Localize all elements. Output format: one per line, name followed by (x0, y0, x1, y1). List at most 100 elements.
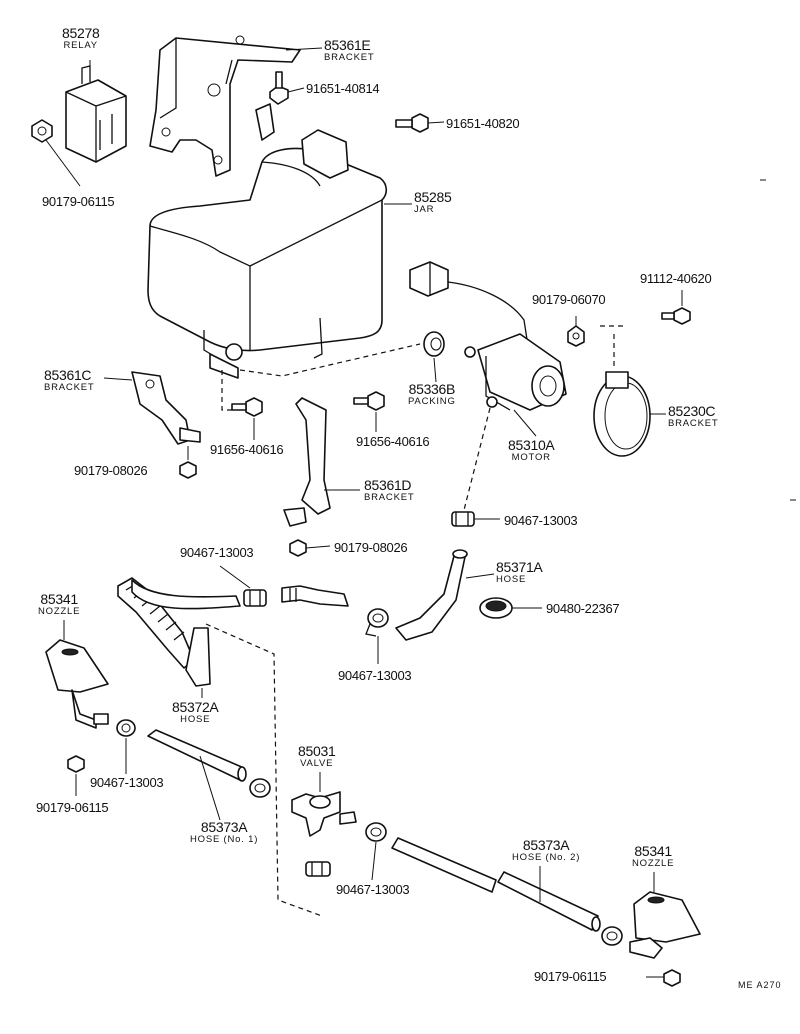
nut-drawing (663, 969, 681, 987)
band-bracket-drawing (593, 371, 651, 457)
callout-nut-06115-top: 90179-06115 (42, 194, 115, 210)
callout-bolt-40616-left: 91656-40616 (210, 442, 284, 458)
part-name: JAR (414, 204, 435, 215)
part-number: 85278 (62, 25, 100, 41)
part-number: 90179-08026 (74, 463, 148, 478)
part-name: NOZZLE (632, 858, 675, 869)
part-name: HOSE (No. 2) (512, 852, 581, 863)
callout-relay: 85278 RELAY (62, 25, 100, 51)
part-name: RELAY (63, 40, 98, 51)
bolt-drawing (269, 71, 289, 105)
diagram-code: ME A270 (738, 976, 782, 992)
nut-drawing (289, 539, 307, 557)
hose-371a-drawing (395, 549, 468, 641)
bolt-drawing (353, 391, 385, 411)
part-number: 85341 (40, 591, 78, 607)
part-number: 85372A (172, 699, 219, 715)
bracket-d-drawing (283, 397, 331, 527)
grommet-drawing (479, 597, 513, 619)
part-number: 91656-40616 (356, 434, 430, 449)
part-number: 91656-40616 (210, 442, 284, 457)
part-number: 90480-22367 (546, 601, 620, 616)
packing-drawing (423, 331, 445, 357)
part-number: 85373A (200, 819, 248, 835)
clamp-drawing (365, 608, 389, 637)
part-number: 90179-06115 (36, 800, 109, 815)
callout-clamp-13003-mid: 90467-13003 (338, 668, 412, 684)
nut-drawing (179, 461, 197, 479)
diagram-code-text: ME A270 (738, 980, 782, 990)
nozzle-left-drawing (45, 639, 109, 729)
callout-motor: 85310A MOTOR (508, 437, 555, 463)
callout-jar: 85285 JAR (414, 190, 452, 215)
bolt-drawing (661, 307, 691, 325)
callout-grommet-22367: 90480-22367 (546, 601, 620, 617)
part-number: 85361E (324, 37, 371, 53)
callout-valve: 85031 VALVE (298, 744, 336, 769)
part-name: BRACKET (324, 52, 375, 63)
part-number: 91651-40820 (446, 116, 520, 131)
hose-elbow-drawing (281, 585, 349, 607)
part-number: 85371A (496, 559, 543, 575)
nut-drawing (567, 325, 585, 347)
callout-bracket-d: 85361D BRACKET (364, 478, 414, 503)
bracket-c-drawing (131, 371, 201, 445)
callout-packing: 85336B PACKING (408, 382, 456, 407)
jar-drawing (147, 103, 388, 379)
part-number: 85336B (408, 381, 456, 397)
motor-drawing (464, 333, 567, 411)
part-name: NOZZLE (38, 606, 81, 617)
nut-drawing (31, 119, 53, 143)
callout-bolt-40616-mid: 91656-40616 (356, 434, 430, 450)
callout-hose-371a: 85371A HOSE (496, 559, 543, 585)
part-name: HOSE (180, 714, 211, 725)
part-name: BRACKET (44, 382, 95, 393)
callout-clamp-13003-top: 90467-13003 (180, 545, 254, 561)
part-number: 90179-06070 (532, 292, 606, 307)
callout-bolt-40620: 91112-40620 (640, 271, 712, 287)
part-number: 90179-08026 (334, 540, 408, 555)
hose-373a-2-drawing (391, 837, 601, 932)
callout-hose-372a: 85372A HOSE (172, 699, 219, 725)
hose-372a-drawing (117, 577, 241, 687)
clamp-drawing (451, 511, 475, 527)
callout-bracket-c: 85361C BRACKET (44, 368, 94, 393)
callout-nut-08026-mid: 90179-08026 (334, 540, 408, 556)
part-number: 91651-40814 (306, 81, 380, 96)
connector-drawing (409, 261, 529, 347)
part-name: MOTOR (511, 452, 551, 463)
bracket-e-drawing (149, 35, 301, 177)
callout-bolt-40820: 91651-40820 (446, 116, 520, 132)
callout-nozzle-right: 85341 NOZZLE (632, 844, 674, 869)
part-name: HOSE (No. 1) (190, 834, 259, 845)
part-number: 90467-13003 (336, 882, 410, 897)
clamp-drawing (249, 778, 271, 798)
part-number: 85310A (508, 437, 555, 453)
callout-clamp-13003-left: 90467-13003 (90, 775, 164, 791)
callout-clamp-13003-right: 90467-13003 (504, 513, 578, 529)
callout-nut-06115-left: 90179-06115 (36, 800, 109, 816)
callout-hose-373a-1: 85373A HOSE (No. 1) (190, 820, 258, 845)
clamp-drawing (116, 719, 136, 737)
nozzle-right-drawing (629, 891, 701, 959)
clamp-drawing (365, 822, 387, 842)
nut-drawing (67, 755, 85, 773)
callout-bracket-230c: 85230C BRACKET (668, 404, 718, 429)
part-name: VALVE (300, 758, 334, 769)
part-number: 90467-13003 (90, 775, 164, 790)
part-name: HOSE (496, 574, 527, 585)
clamp-drawing (243, 589, 267, 607)
callout-nut-06115-bottom: 90179-06115 (534, 969, 607, 985)
part-number: 85361D (364, 477, 412, 493)
bolt-drawing (231, 397, 263, 417)
callout-bracket-e: 85361E BRACKET (324, 38, 374, 63)
part-number: 90467-13003 (180, 545, 254, 560)
callout-nozzle-left: 85341 NOZZLE (38, 592, 80, 617)
part-number: 90467-13003 (504, 513, 578, 528)
callout-bolt-40814: 91651-40814 (306, 81, 380, 97)
bolt-drawing (395, 113, 429, 133)
callout-nut-06070: 90179-06070 (532, 292, 606, 308)
clamp-drawing (601, 926, 623, 946)
part-number: 90467-13003 (338, 668, 412, 683)
